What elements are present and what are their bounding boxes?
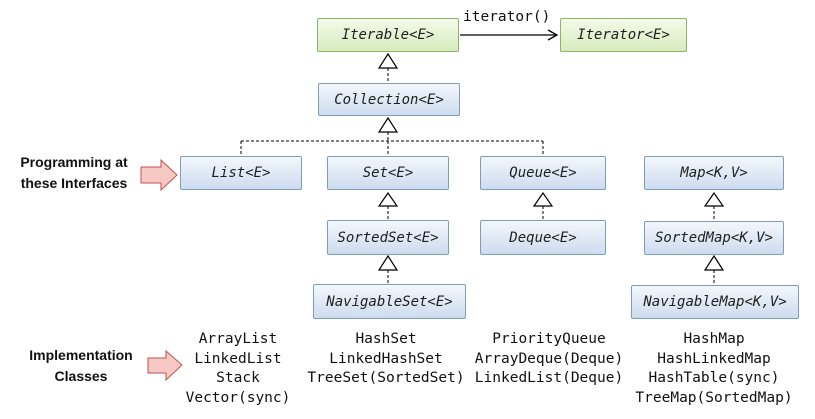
impl-item: HashLinkedMap bbox=[657, 350, 771, 367]
set-implementations: HashSet LinkedHashSet TreeSet(SortedSet) bbox=[300, 330, 472, 389]
implementation-label-line-2: Classes bbox=[54, 368, 108, 384]
impl-item: HashSet bbox=[355, 331, 417, 347]
impl-item: Vector(sync) bbox=[185, 389, 291, 406]
list-implementations: ArrayList LinkedList Stack Vector(sync) bbox=[168, 330, 308, 408]
impl-item: LinkedHashSet bbox=[329, 350, 443, 367]
collection-interface-box: Collection<E> bbox=[318, 83, 460, 116]
sortedset-extends-set-arrow bbox=[377, 191, 399, 207]
iterable-interface-box: Iterable<E> bbox=[317, 18, 459, 52]
extends-collection-arrow bbox=[377, 116, 399, 133]
implementation-label: Implementation Classes bbox=[14, 345, 148, 387]
programming-label-line-1: Programming at bbox=[20, 154, 128, 170]
deque-interface-box: Deque<E> bbox=[480, 220, 606, 255]
impl-item: TreeSet(SortedSet) bbox=[307, 370, 465, 386]
impl-item: ArrayList bbox=[198, 331, 278, 347]
implementation-arrow-icon bbox=[147, 349, 183, 382]
navigableset-extends-sortedset-arrow bbox=[377, 254, 399, 271]
impl-item: ArrayDeque(Deque) bbox=[474, 350, 624, 367]
programming-label-line-2: these Interfaces bbox=[20, 175, 128, 191]
collection-extends-iterable-arrow bbox=[377, 52, 399, 69]
set-interface-box: Set<E> bbox=[327, 156, 449, 190]
implementation-label-line-1: Implementation bbox=[29, 347, 133, 363]
navigablemap-extends-sortedmap-arrow bbox=[703, 254, 725, 271]
impl-item: Stack bbox=[216, 370, 260, 386]
programming-arrow-icon bbox=[140, 158, 178, 192]
queue-interface-box: Queue<E> bbox=[480, 156, 606, 190]
impl-item: TreeMap(SortedMap) bbox=[635, 389, 793, 406]
list-interface-box: List<E> bbox=[180, 156, 302, 190]
impl-item: HashTable(sync) bbox=[648, 370, 780, 386]
deque-extends-queue-arrow bbox=[532, 191, 554, 207]
programming-label: Programming at these Interfaces bbox=[7, 152, 141, 194]
navigableset-interface-box: NavigableSet<E> bbox=[313, 284, 466, 319]
iterator-arrowhead bbox=[547, 29, 559, 41]
impl-item: LinkedList(Deque) bbox=[474, 370, 624, 386]
iterator-method-label: iterator() bbox=[463, 9, 551, 25]
map-implementations: HashMap HashLinkedMap HashTable(sync) Tr… bbox=[624, 330, 804, 408]
sortedset-interface-box: SortedSet<E> bbox=[327, 220, 449, 255]
sortedmap-interface-box: SortedMap<K,V> bbox=[644, 221, 784, 255]
queue-implementations: PriorityQueue ArrayDeque(Deque) LinkedLi… bbox=[466, 330, 632, 389]
impl-item: HashMap bbox=[683, 331, 745, 347]
sortedmap-extends-map-arrow bbox=[703, 191, 725, 207]
impl-item: LinkedList bbox=[194, 350, 282, 367]
iterator-interface-box: Iterator<E> bbox=[560, 18, 687, 52]
map-interface-box: Map<K,V> bbox=[644, 156, 784, 190]
navigablemap-interface-box: NavigableMap<K,V> bbox=[631, 285, 799, 319]
impl-item: PriorityQueue bbox=[492, 331, 606, 347]
